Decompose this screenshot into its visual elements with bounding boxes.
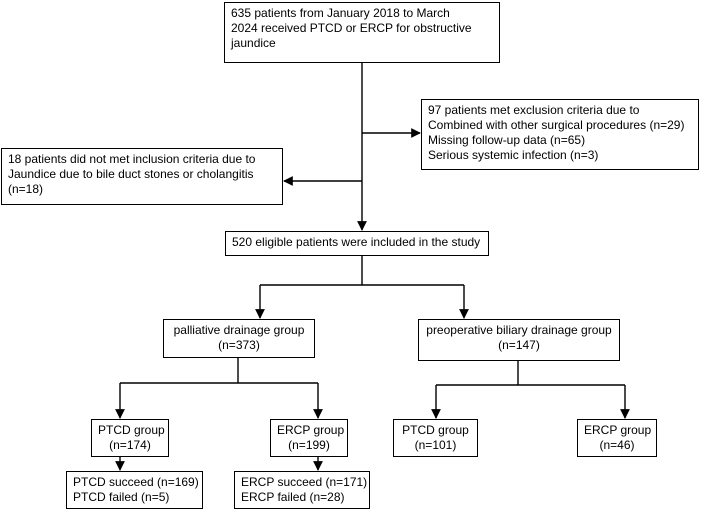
box-line: preoperative biliary drainage group xyxy=(426,323,612,337)
box-preoperative-ercp: ERCP group (n=46) xyxy=(577,419,657,457)
box-line: ERCP group xyxy=(277,423,345,437)
box-ptcd-outcome: PTCD succeed (n=169) PTCD failed (n=5) xyxy=(66,471,203,509)
box-line: (n=147) xyxy=(498,338,540,352)
box-line: 97 patients met exclusion criteria due t… xyxy=(428,103,640,117)
box-line: Combined with other surgical procedures … xyxy=(428,118,685,132)
box-line: ERCP failed (n=28) xyxy=(241,490,345,504)
box-line: PTCD group xyxy=(98,423,165,437)
box-line: (n=174) xyxy=(109,438,151,452)
box-line: (n=18) xyxy=(8,182,44,196)
box-palliative-group: palliative drainage group (n=373) xyxy=(163,319,315,358)
box-line: ERCP group xyxy=(584,423,652,437)
box-palliative-ptcd: PTCD group (n=174) xyxy=(91,419,169,457)
box-ercp-outcome: ERCP succeed (n=171) ERCP failed (n=28) xyxy=(234,471,370,509)
box-line: PTCD failed (n=5) xyxy=(73,490,170,504)
box-line: Serious systemic infection (n=3) xyxy=(428,148,599,162)
box-line: PTCD succeed (n=169) xyxy=(73,475,199,489)
box-line: 520 eligible patients were included in t… xyxy=(232,235,481,249)
box-palliative-ercp: ERCP group (n=199) xyxy=(270,419,348,457)
box-initial-patients: 635 patients from January 2018 to March … xyxy=(224,2,500,63)
box-line: 635 patients from January 2018 to March xyxy=(231,6,450,20)
box-exclusion-criteria: 97 patients met exclusion criteria due t… xyxy=(421,99,699,170)
box-line: 2024 received PTCD or ERCP for obstructi… xyxy=(231,21,472,35)
box-line: palliative drainage group xyxy=(173,323,305,337)
box-eligible-patients: 520 eligible patients were included in t… xyxy=(225,231,489,256)
box-line: (n=46) xyxy=(599,438,635,452)
box-line: (n=373) xyxy=(218,338,260,352)
box-inclusion-failure: 18 patients did not met inclusion criter… xyxy=(1,148,283,205)
box-preoperative-group: preoperative biliary drainage group (n=1… xyxy=(418,319,620,361)
box-line: jaundice xyxy=(231,36,276,50)
box-line: (n=101) xyxy=(414,438,457,452)
box-preoperative-ptcd: PTCD group (n=101) xyxy=(393,419,478,457)
box-line: PTCD group xyxy=(402,423,469,437)
box-line: 18 patients did not met inclusion criter… xyxy=(8,152,256,166)
box-line: Missing follow-up data (n=65) xyxy=(428,133,586,147)
box-line: Jaundice due to bile duct stones or chol… xyxy=(8,167,254,181)
box-line: (n=199) xyxy=(288,438,330,452)
box-line: ERCP succeed (n=171) xyxy=(241,475,368,489)
